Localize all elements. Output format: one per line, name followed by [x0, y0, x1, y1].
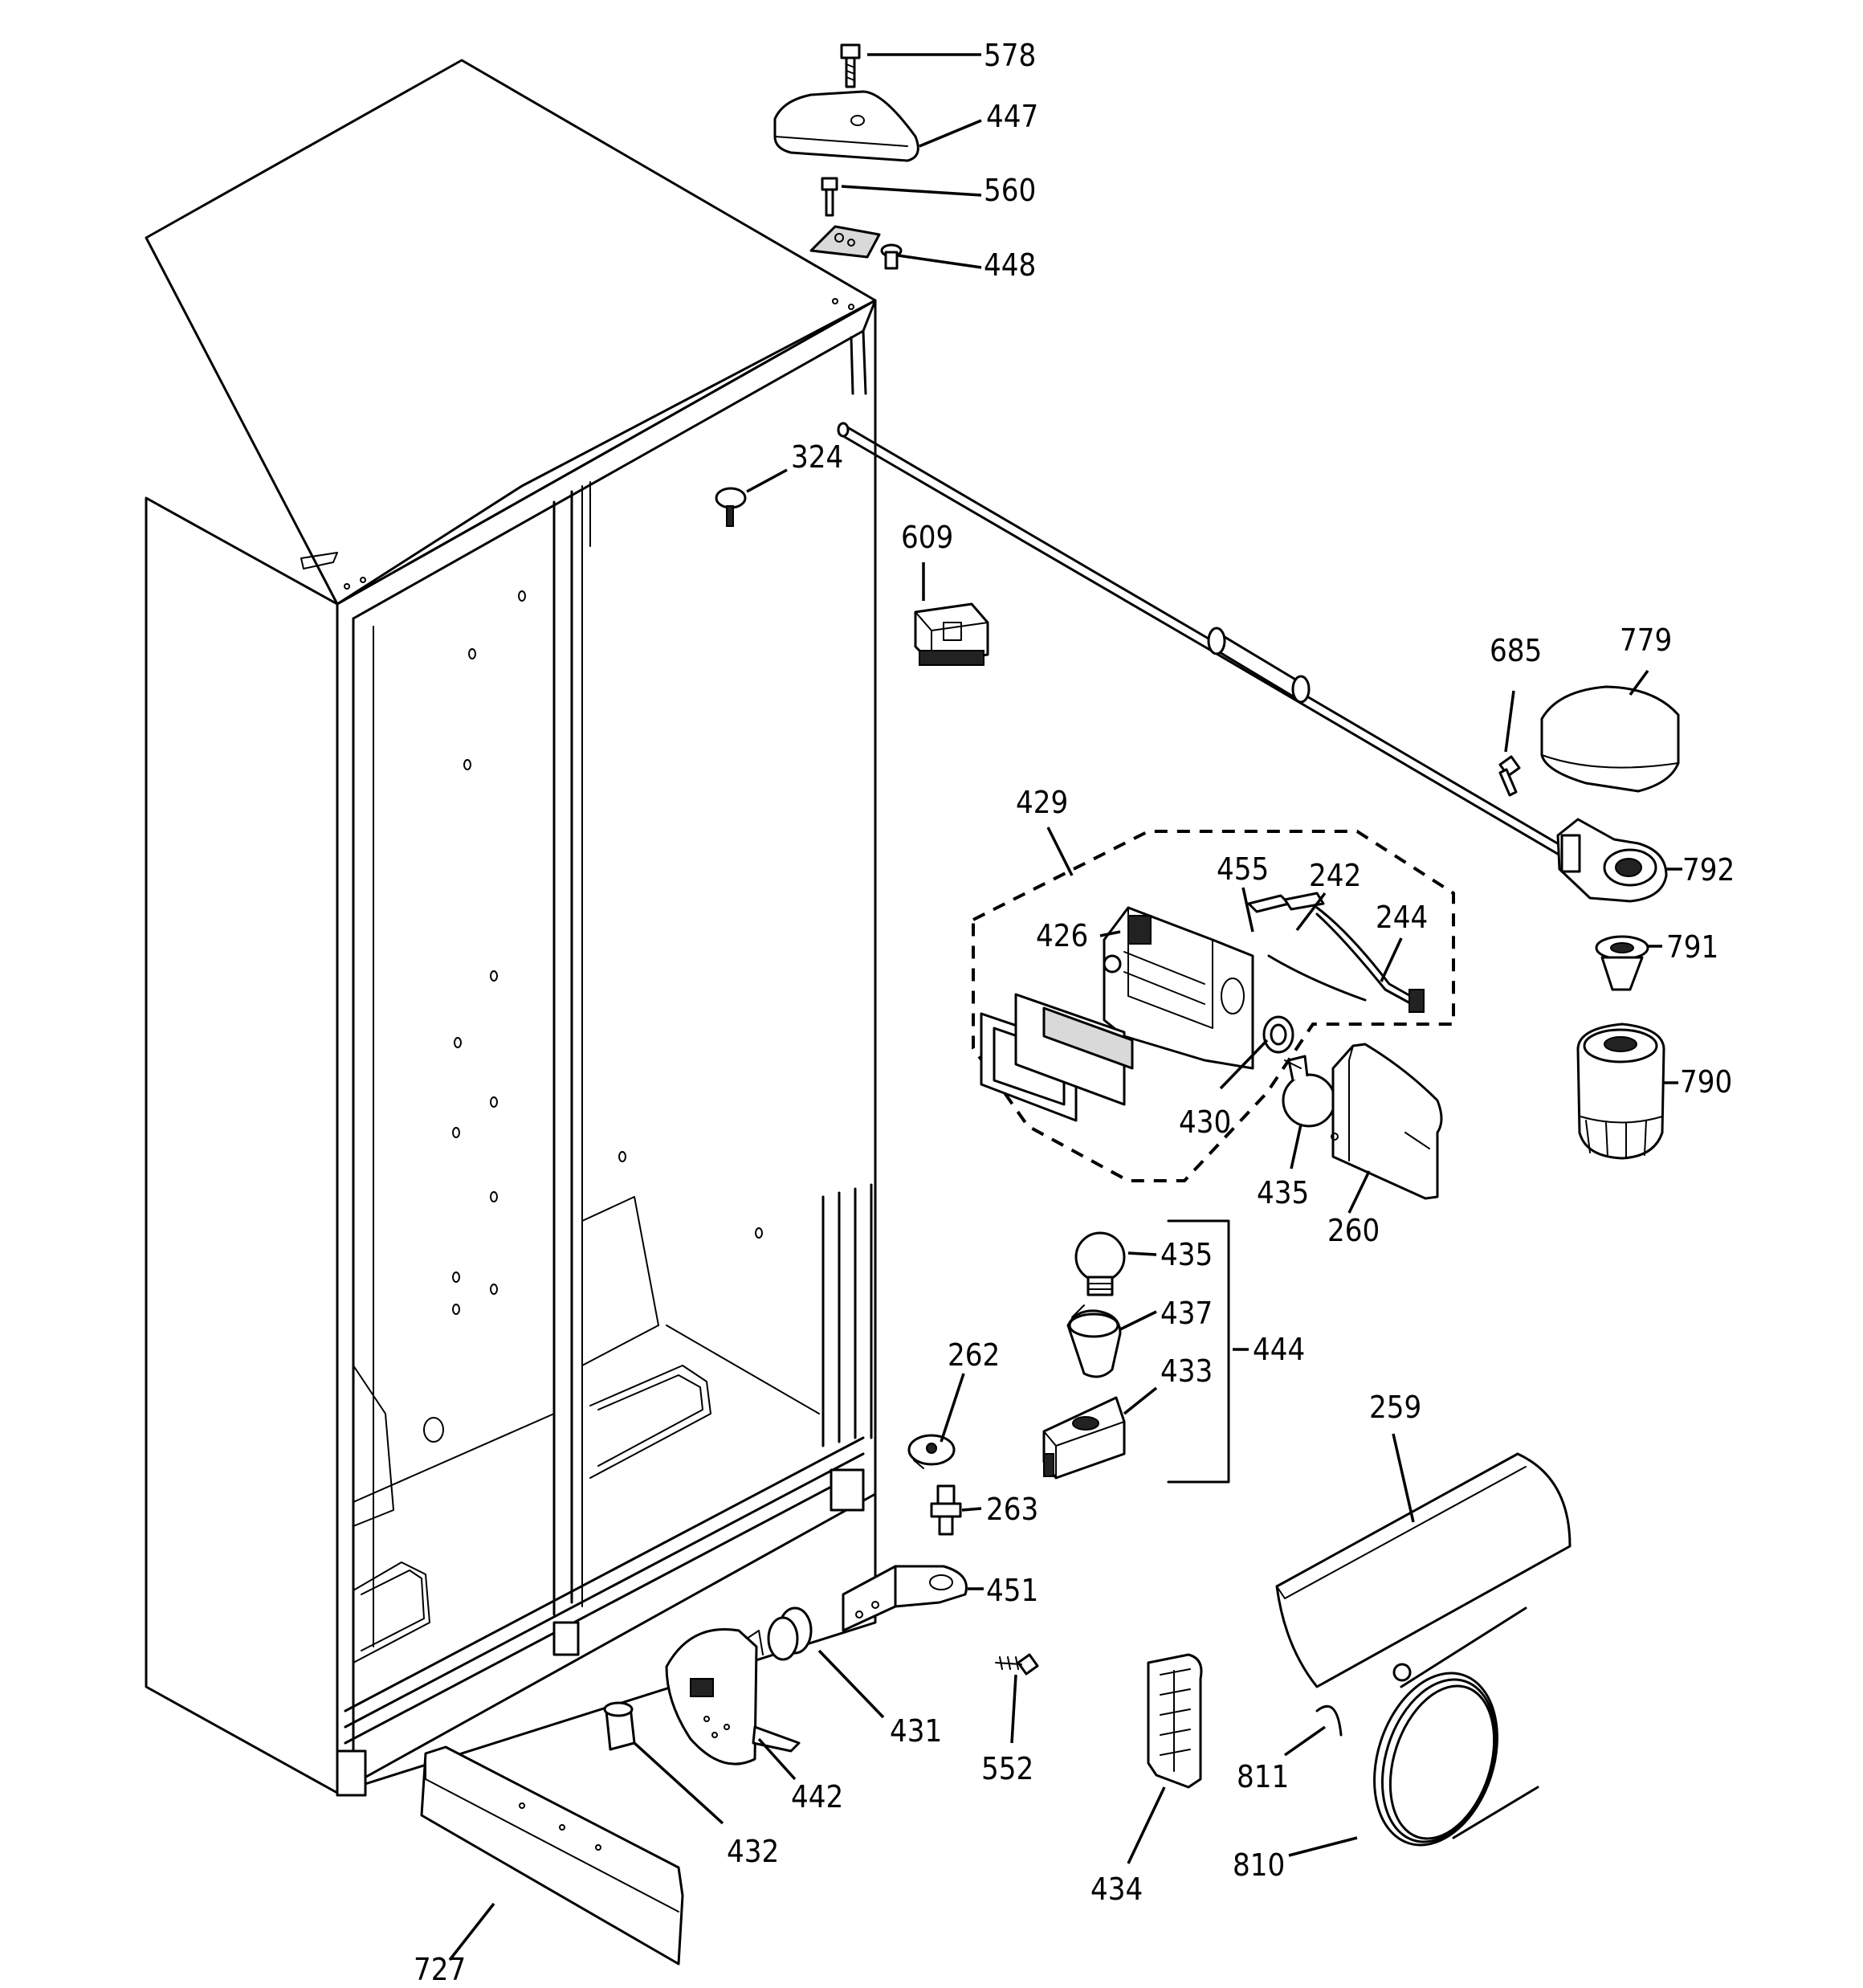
screw-560 [821, 177, 838, 217]
callout-552: 552 [981, 1751, 1033, 1786]
callout-442: 442 [791, 1779, 843, 1815]
kickplate-727 [420, 1745, 684, 1966]
callout-790: 790 [1680, 1064, 1732, 1100]
hinge-448 [809, 225, 903, 270]
plug-324 [715, 487, 747, 527]
bottom-hinge-451 [842, 1565, 968, 1632]
callout-448: 448 [984, 247, 1036, 283]
callout-791: 791 [1666, 929, 1718, 965]
damper-431 [767, 1606, 813, 1661]
callout-447: 447 [986, 99, 1038, 134]
callout-260: 260 [1327, 1213, 1380, 1248]
wire-harness-244 [1267, 906, 1425, 1013]
callout-609: 609 [901, 520, 953, 555]
dispenser-light-assembly-429 [972, 830, 1455, 1182]
top-hinge-assembly [773, 43, 919, 270]
bracket-444 [1167, 1219, 1230, 1484]
callout-426: 426 [1036, 918, 1088, 953]
callout-263: 263 [986, 1492, 1038, 1527]
mounting-holes [423, 590, 763, 1443]
light-bulb-435-upper [1282, 1055, 1336, 1128]
tube-cover-259 [1275, 1452, 1572, 1688]
light-shield-260 [1331, 1043, 1443, 1200]
water-filter-790 [1576, 1023, 1665, 1160]
screw-552 [995, 1653, 1039, 1676]
callout-685: 685 [1490, 633, 1542, 668]
callout-324: 324 [791, 439, 843, 475]
callout-779: 779 [1620, 623, 1672, 658]
filter-cover-779 [1540, 685, 1680, 793]
callout-244: 244 [1376, 900, 1428, 935]
relay-609 [914, 602, 989, 666]
callout-435-lower: 435 [1160, 1237, 1213, 1272]
hinge-pin-263 [930, 1484, 962, 1536]
callout-578: 578 [984, 38, 1036, 73]
callout-434: 434 [1090, 1872, 1143, 1907]
filter-bypass-791 [1595, 935, 1649, 991]
socket-430 [1262, 1015, 1294, 1054]
filter-head-792 [1556, 818, 1668, 903]
refrigerator-cabinet [145, 59, 877, 1797]
clip-811 [1315, 1704, 1343, 1737]
callout-792: 792 [1682, 852, 1735, 888]
callout-430: 430 [1179, 1104, 1231, 1140]
water-tube-and-filter [837, 422, 1680, 1160]
socket-437 [1066, 1304, 1122, 1378]
cover-433 [1042, 1396, 1126, 1480]
callout-labels: 578 447 560 448 324 609 685 779 792 791 … [414, 38, 1735, 1987]
housing-426 [1103, 906, 1254, 1070]
callout-451: 451 [986, 1573, 1038, 1608]
water-line-810 [1373, 1606, 1539, 1847]
callout-433: 433 [1160, 1353, 1213, 1389]
callout-437: 437 [1160, 1296, 1213, 1331]
callout-262: 262 [948, 1337, 1000, 1373]
callout-560: 560 [984, 173, 1036, 208]
callout-259: 259 [1369, 1390, 1421, 1425]
sleeve-432 [603, 1701, 636, 1751]
callout-444: 444 [1253, 1332, 1305, 1367]
leader-lines [448, 53, 1682, 1961]
part-455 [1247, 894, 1290, 913]
callout-431: 431 [890, 1713, 942, 1749]
hinge-pin-262 [907, 1434, 956, 1469]
callout-455: 455 [1217, 851, 1269, 887]
screw-685 [1498, 755, 1521, 797]
callout-727: 727 [414, 1952, 466, 1987]
callout-242: 242 [1309, 858, 1361, 893]
callout-432: 432 [727, 1834, 779, 1869]
callout-435-upper: 435 [1257, 1175, 1309, 1210]
callout-429: 429 [1016, 785, 1068, 820]
hinge-cover-447 [773, 90, 919, 162]
bolt-578 [840, 43, 861, 88]
grille-434 [1147, 1653, 1203, 1789]
light-bulb-435-lower [1074, 1231, 1126, 1296]
callout-810: 810 [1233, 1847, 1285, 1883]
callout-811: 811 [1237, 1759, 1289, 1794]
bezel [980, 993, 1134, 1122]
part-242 [1283, 892, 1325, 911]
